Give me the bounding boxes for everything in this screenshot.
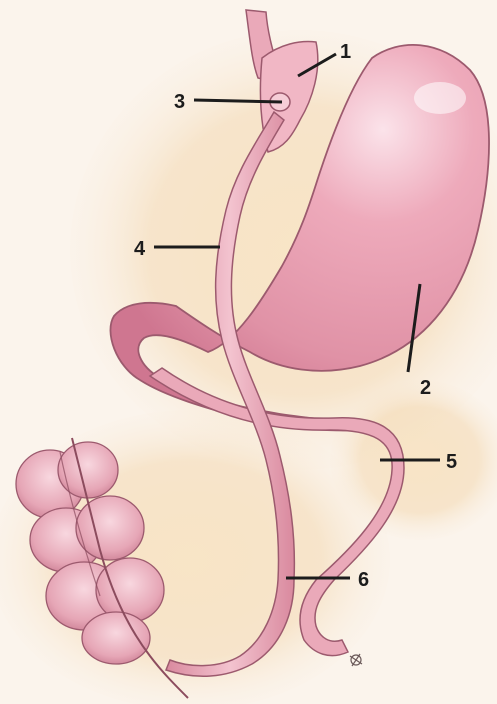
label-6: 6 <box>358 569 369 591</box>
label-2: 2 <box>420 377 431 399</box>
stomach-highlight <box>414 82 466 114</box>
label-1: 1 <box>340 41 351 63</box>
leader-line-3 <box>194 100 282 102</box>
label-5: 5 <box>446 451 457 473</box>
label-4: 4 <box>134 238 146 260</box>
label-3: 3 <box>174 91 185 113</box>
